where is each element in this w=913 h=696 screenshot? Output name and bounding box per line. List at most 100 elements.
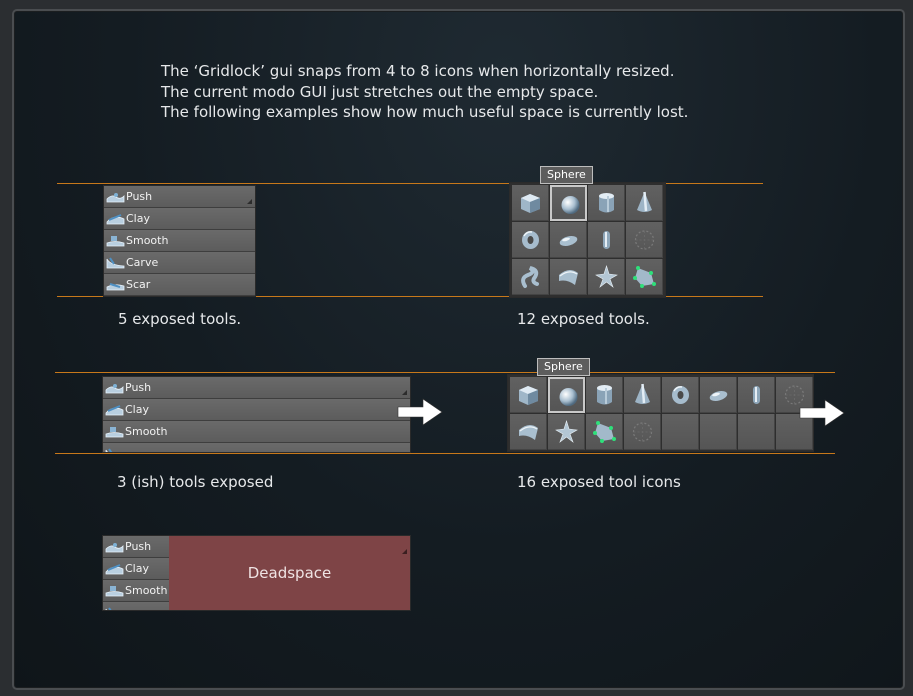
tool-label: Smooth xyxy=(126,234,169,247)
tool-row-clay[interactable]: Clay xyxy=(103,399,410,421)
icon-cell-poly[interactable] xyxy=(586,414,623,450)
primitive-icon-grid xyxy=(509,182,666,298)
icon-cell-petal[interactable] xyxy=(550,259,587,295)
tool-label: Push xyxy=(126,190,153,203)
tool-label: Clay xyxy=(125,403,149,416)
icon-cell-star[interactable] xyxy=(588,259,625,295)
icon-cell-cone[interactable] xyxy=(626,185,663,221)
icon-cell-tentacle[interactable] xyxy=(512,259,549,295)
icon-cell-placeholder[interactable] xyxy=(776,377,813,413)
push-icon xyxy=(105,384,124,394)
tentacle-icon xyxy=(521,266,539,288)
carve-icon xyxy=(105,448,113,452)
tool-label: Carve xyxy=(126,256,159,269)
cube-icon xyxy=(521,194,540,213)
smooth-icon xyxy=(105,427,124,438)
petal-icon xyxy=(559,269,578,285)
icon-cell-placeholder[interactable] xyxy=(624,414,661,450)
icon-cell-capsule[interactable] xyxy=(550,222,587,258)
guide-line xyxy=(55,453,835,454)
torus-icon xyxy=(522,231,539,249)
poly-icon xyxy=(593,421,616,443)
empty-cell xyxy=(662,414,699,450)
cylinder-icon xyxy=(599,193,614,213)
cylinder-icon xyxy=(597,385,612,405)
icon-cell-cube[interactable] xyxy=(512,185,549,221)
caption-mid-right: 16 exposed tool icons xyxy=(517,473,681,491)
guide-line xyxy=(55,372,835,373)
tool-row-clay[interactable]: Clay xyxy=(104,208,255,230)
icon-cell-capsule[interactable] xyxy=(700,377,737,413)
sphere-icon xyxy=(561,196,580,214)
icon-cell-sphere[interactable] xyxy=(550,185,587,221)
resize-arrow-icon xyxy=(799,399,845,427)
icon-cell-poly[interactable] xyxy=(626,259,663,295)
caption-top-right: 12 exposed tools. xyxy=(517,310,650,328)
tool-label: Push xyxy=(125,381,152,394)
tube-icon xyxy=(603,231,610,249)
guide-line xyxy=(57,296,763,297)
icon-cell-sphere[interactable] xyxy=(548,377,585,413)
torus-icon xyxy=(672,386,689,404)
tool-row-push[interactable]: Push xyxy=(103,377,410,399)
intro-line-1: The ‘Gridlock’ gui snaps from 4 to 8 ico… xyxy=(161,62,675,80)
tool-row-smooth[interactable]: Smooth xyxy=(104,230,255,252)
guide-line xyxy=(57,183,763,184)
icon-cell-cylinder[interactable] xyxy=(586,377,623,413)
tool-label: Push xyxy=(125,540,152,553)
tool-label: Clay xyxy=(126,212,150,225)
primitive-icon-grid-wide xyxy=(507,374,814,452)
carve-icon xyxy=(106,257,125,269)
intro-line-3: The following examples show how much use… xyxy=(161,103,689,121)
icon-cell-torus[interactable] xyxy=(662,377,699,413)
caption-mid-left: 3 (ish) tools exposed xyxy=(117,473,274,491)
tool-label: Smooth xyxy=(125,425,168,438)
empty-cell xyxy=(738,414,775,450)
icon-cell-cube[interactable] xyxy=(510,377,547,413)
cone-icon xyxy=(637,191,652,212)
icon-cell-tube[interactable] xyxy=(588,222,625,258)
clay-icon xyxy=(106,214,125,225)
sphere-icon xyxy=(559,388,578,406)
icon-cell-cylinder[interactable] xyxy=(588,185,625,221)
push-icon xyxy=(105,543,124,553)
placeholder-icon xyxy=(632,422,653,442)
empty-cell xyxy=(776,414,813,450)
icon-cell-placeholder[interactable] xyxy=(626,222,663,258)
sculpt-tool-list-wide: Push Clay Smooth xyxy=(102,376,411,453)
intro-text: The ‘Gridlock’ gui snaps from 4 to 8 ico… xyxy=(161,61,688,123)
star-icon xyxy=(555,419,578,443)
tool-row-carve[interactable] xyxy=(103,443,410,452)
icon-cell-tube[interactable] xyxy=(738,377,775,413)
tool-row-push[interactable]: Push xyxy=(104,186,255,208)
icon-cell-star[interactable] xyxy=(548,414,585,450)
placeholder-icon xyxy=(784,385,805,405)
smooth-icon xyxy=(105,586,124,597)
corner-indicator xyxy=(247,199,252,204)
tool-row-carve[interactable]: Carve xyxy=(104,252,255,274)
tooltip-sphere: Sphere xyxy=(537,358,590,376)
deadspace-region: Deadspace xyxy=(169,536,410,610)
icon-cell-torus[interactable] xyxy=(512,222,549,258)
icon-cell-cone[interactable] xyxy=(624,377,661,413)
icon-cell-petal[interactable] xyxy=(510,414,547,450)
sculpt-tool-list-deadspace: Push Clay Smooth Deadspace xyxy=(102,535,411,611)
cube-icon xyxy=(519,386,538,405)
smooth-icon xyxy=(106,236,125,247)
corner-indicator xyxy=(402,390,407,395)
tool-row-smooth[interactable]: Smooth xyxy=(103,421,410,443)
deadspace-label: Deadspace xyxy=(247,564,332,582)
tool-label: Clay xyxy=(125,562,149,575)
push-icon xyxy=(106,193,125,203)
sculpt-tool-list: Push Clay Smooth Carve Scar xyxy=(103,185,256,297)
scar-icon xyxy=(106,283,125,291)
tooltip-sphere: Sphere xyxy=(540,166,593,184)
clay-icon xyxy=(105,405,124,416)
tube-icon xyxy=(753,386,760,404)
tool-label: Scar xyxy=(126,278,151,291)
petal-icon xyxy=(519,424,538,440)
corner-indicator xyxy=(402,549,407,554)
tool-row-scar[interactable]: Scar xyxy=(104,274,255,296)
placeholder-icon xyxy=(634,230,655,250)
cone-icon xyxy=(635,383,650,404)
